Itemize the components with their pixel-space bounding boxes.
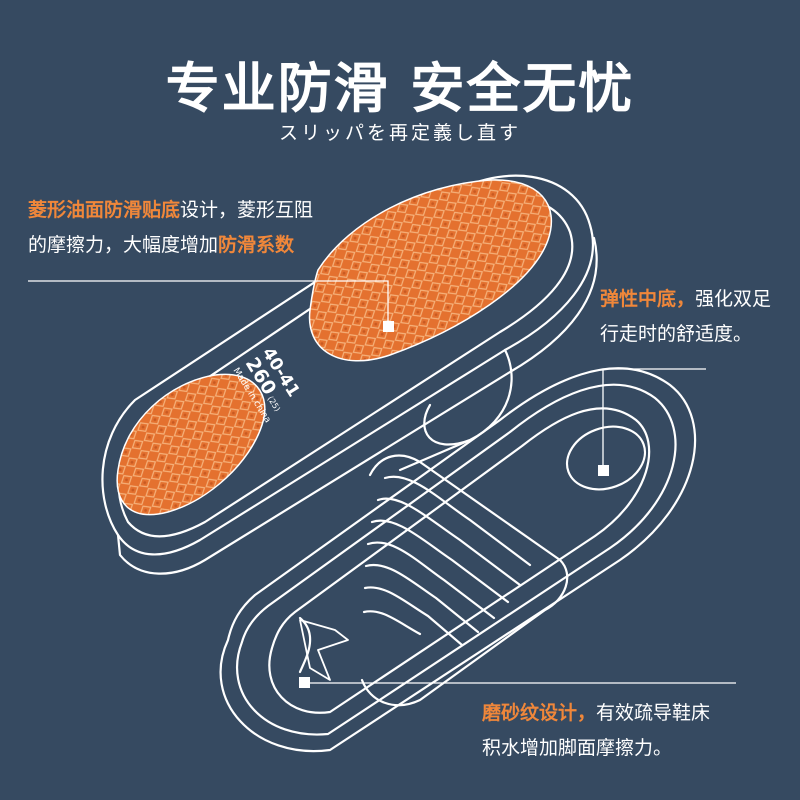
frosted-text-1: 有效疏导鞋床 (596, 702, 711, 724)
footbed-outline (219, 367, 697, 753)
frosted-line-1: 磨砂纹设计，有效疏导鞋床 (482, 696, 710, 731)
size-unit: (25) (266, 395, 282, 414)
frosted-highlight: 磨砂纹设计， (482, 702, 597, 724)
forefoot-tread-pad (308, 179, 553, 362)
anti-slip-line-2: 的摩擦力，大幅度增加防滑系数 (28, 228, 313, 263)
midsole-line-1: 弹性中底，强化双足 (600, 282, 771, 317)
anti-slip-text-2: 的摩擦力，大幅度增加 (28, 234, 219, 256)
strap-outline (360, 454, 569, 707)
midsole-text-1: 强化双足 (695, 288, 772, 310)
midsole-leader-line (602, 368, 706, 466)
frosted-line-2: 积水增加脚面摩擦力。 (482, 737, 673, 759)
midsole-highlight: 弹性中底， (600, 288, 696, 310)
midsole-line-2: 行走时的舒适度。 (600, 323, 753, 345)
frosted-callout: 磨砂纹设计，有效疏导鞋床 积水增加脚面摩擦力。 (482, 696, 710, 766)
anti-slip-text-1: 设计，菱形互阻 (180, 199, 314, 221)
frosted-marker (299, 677, 310, 688)
headline: 专业防滑 安全无忧 (165, 57, 635, 120)
midsole-marker (598, 465, 609, 476)
anti-slip-marker (383, 321, 394, 332)
subheadline: スリッパを再定義し直す (278, 122, 521, 144)
heel-tread-pad (116, 373, 266, 516)
anti-slip-highlight: 菱形油面防滑贴底 (28, 199, 181, 221)
anti-slip-line-1: 菱形油面防滑贴底设计，菱形互阻 (28, 193, 313, 228)
midsole-callout: 弹性中底，强化双足 行走时的舒适度。 (600, 282, 771, 352)
anti-slip-coefficient-highlight: 防滑系数 (218, 234, 295, 256)
anti-slip-leader-line (28, 280, 389, 322)
anti-slip-callout: 菱形油面防滑贴底设计，菱形互阻 的摩擦力，大幅度增加防滑系数 (28, 193, 313, 263)
